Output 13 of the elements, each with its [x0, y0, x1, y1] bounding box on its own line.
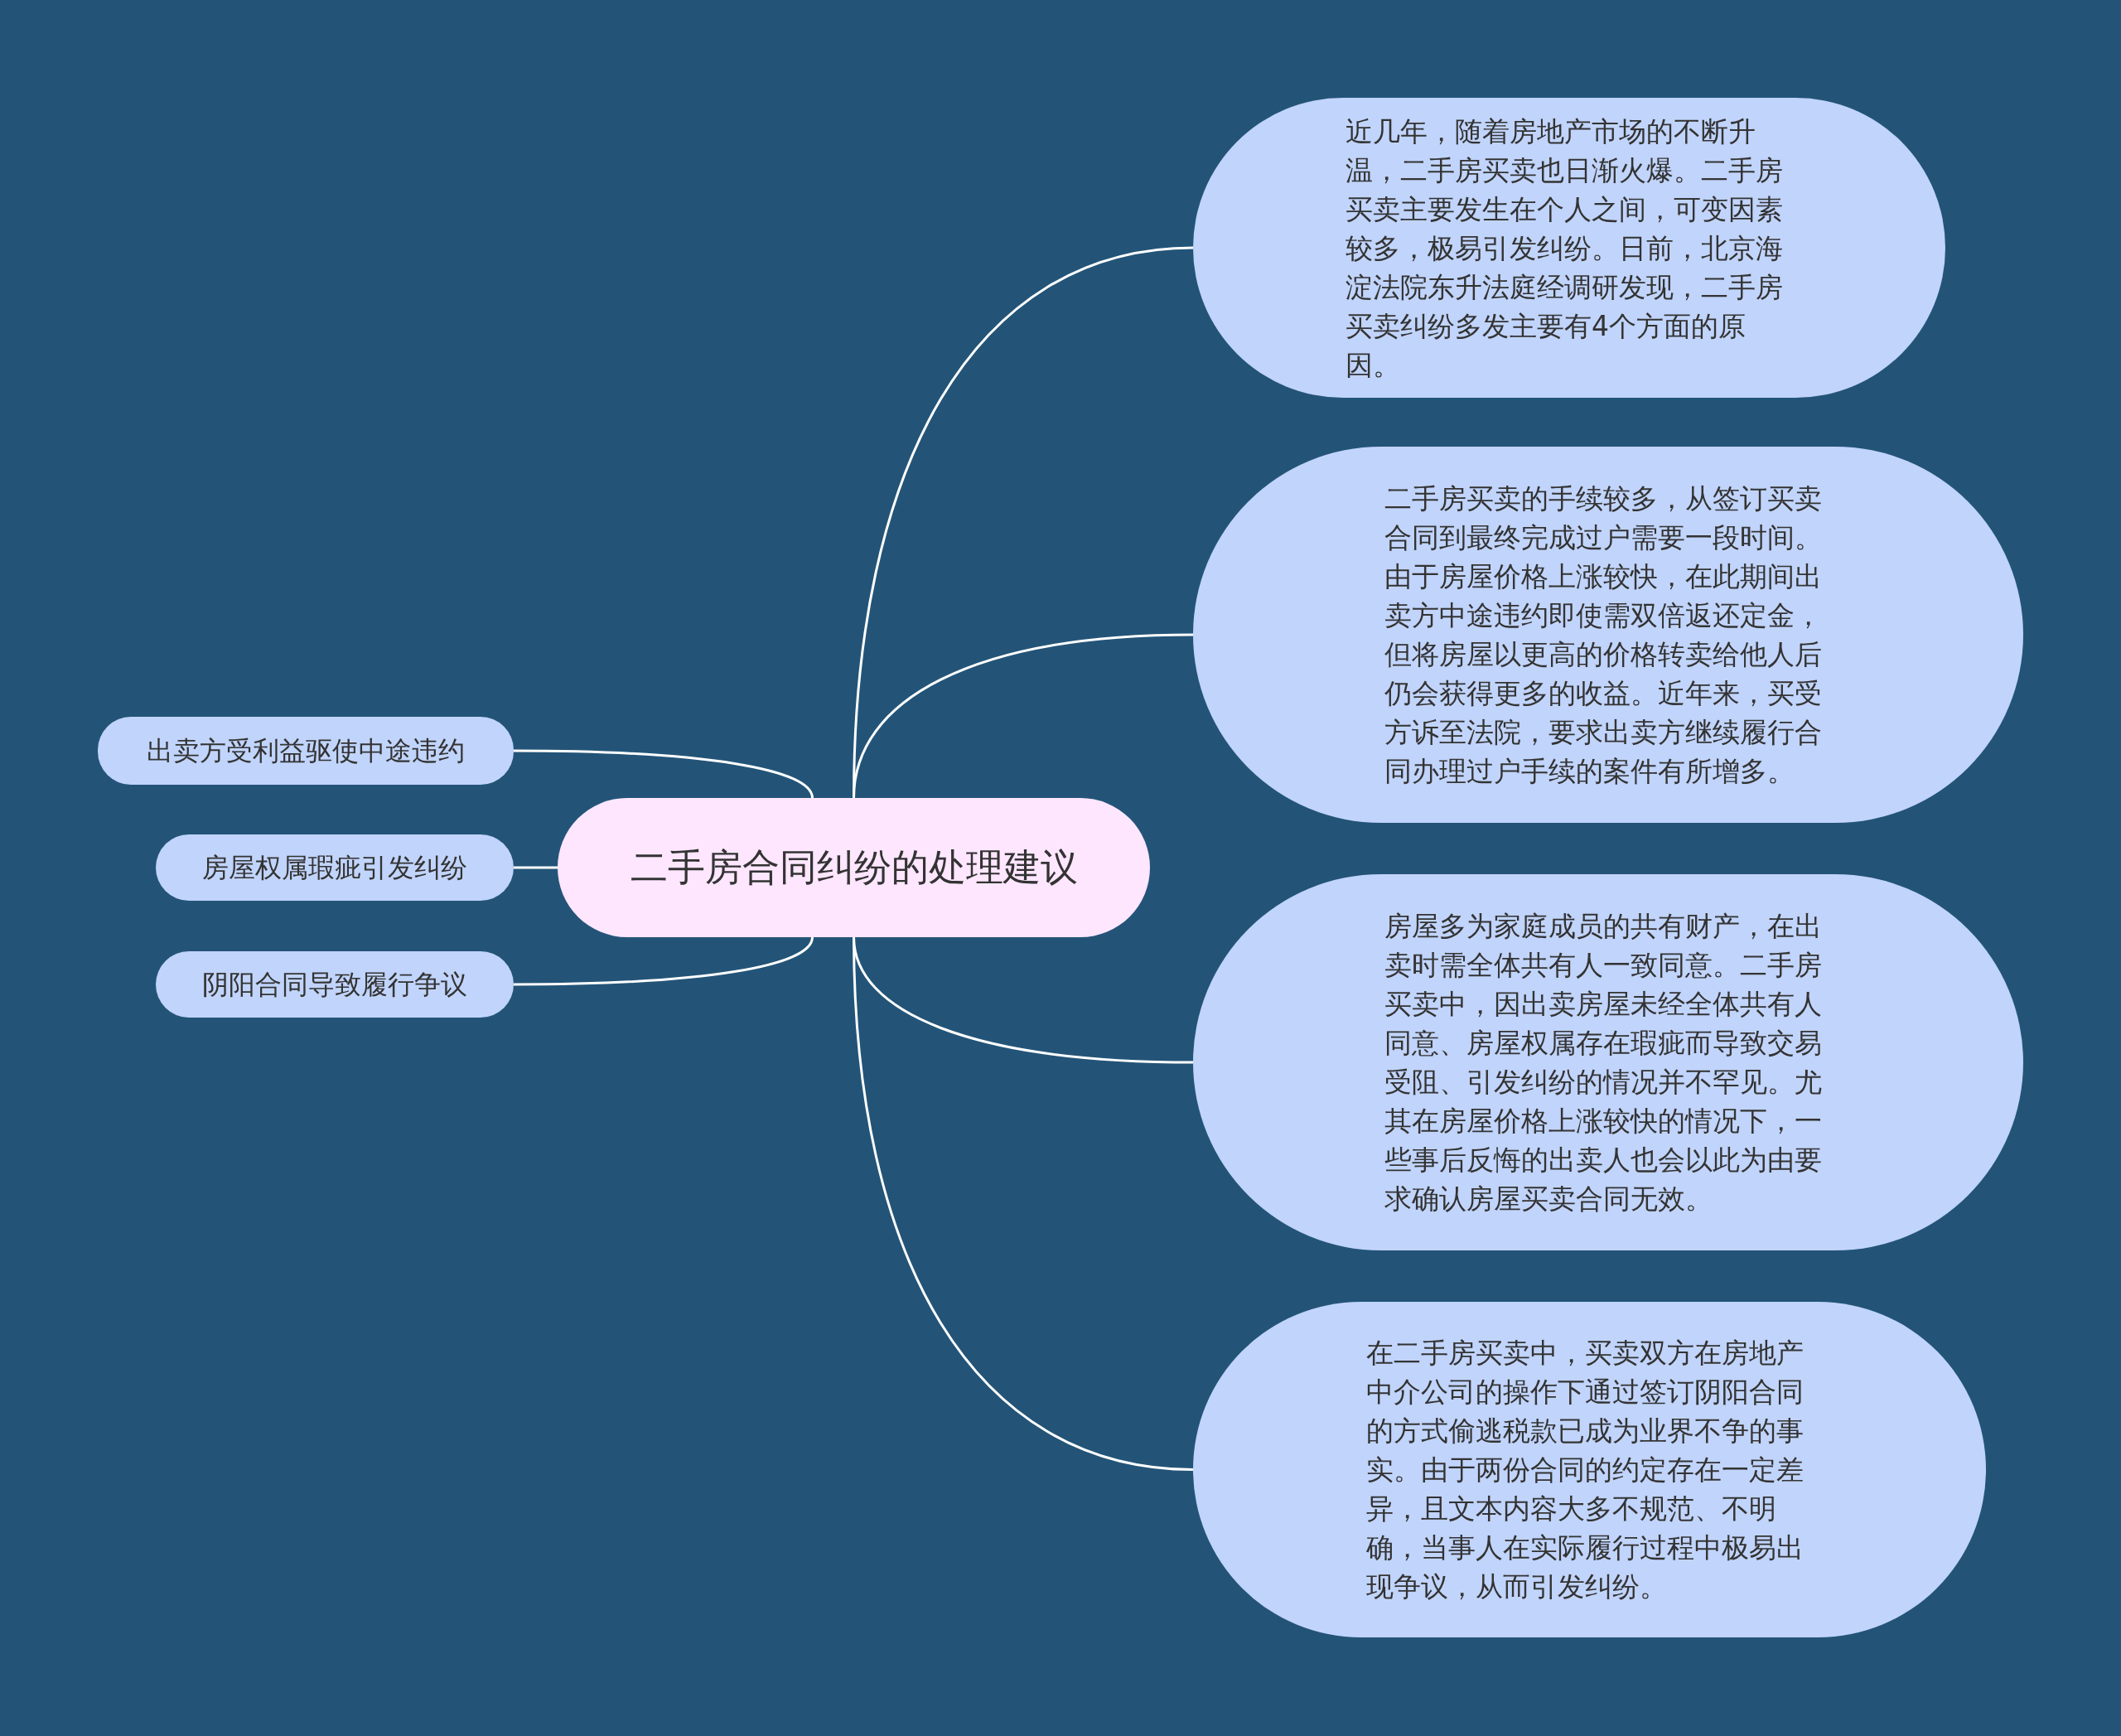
topic-text: 房屋权属瑕疵引发纠纷: [202, 851, 467, 884]
topic-text: 在二手房买卖中，买卖双方在房地产中介公司的操作下通过签订阴阳合同的方式偷逃税款已成为业界不争的事实。由于两份合同的约定存在一定差异，且文本内容大多不规范、不明确，当事人在实际履行过程中极易出现争议，从而引发纠纷。: [1365, 1336, 1805, 1604]
topic-text: 房屋多为家庭成员的共有财产，在出卖时需全体共有人一致同意。二手房买卖中，因出卖房屋未经全体共有人同意、房屋权属存在瑕疵而导致交易受阻、引发纠纷的情况并不罕见。尤其在房屋价格上涨较快的情况下，一些事后反悔的出卖人也会以此为由要求确认房屋买卖合同无效。: [1384, 909, 1823, 1216]
topic-text: 近几年，随着房地产市场的不断升温，二手房买卖也日渐火爆。二手房买卖主要发生在个人之间，可变因素较多，极易引发纠纷。日前，北京海淀法院东升法庭经调研发现，二手房买卖纠纷多发主要有4个方面的原因。: [1346, 114, 1784, 383]
connector-line: [853, 936, 1194, 1471]
connector-line: [514, 749, 814, 799]
connector-line: [853, 633, 1194, 799]
topic-text: 二手房买卖的手续较多，从签订买卖合同到最终完成过户需要一段时间。由于房屋价格上涨较快，在此期间出卖方中途违约即使需双倍返还定金，但将房屋以更高的价格转卖给他人后仍会获得更多的收益。近年来，买受方诉至法院，要求出卖方继续履行合同办理过户手续的案件有所增多。: [1384, 481, 1823, 789]
topic-text: 二手房合同纠纷的处理建议: [629, 844, 1079, 891]
connector-line: [514, 936, 814, 986]
topic-text: 阴阳合同导致履行争议: [202, 968, 467, 1001]
topic-text: 出卖方受利益驱使中途违约: [147, 734, 465, 767]
connector-line: [514, 866, 558, 869]
